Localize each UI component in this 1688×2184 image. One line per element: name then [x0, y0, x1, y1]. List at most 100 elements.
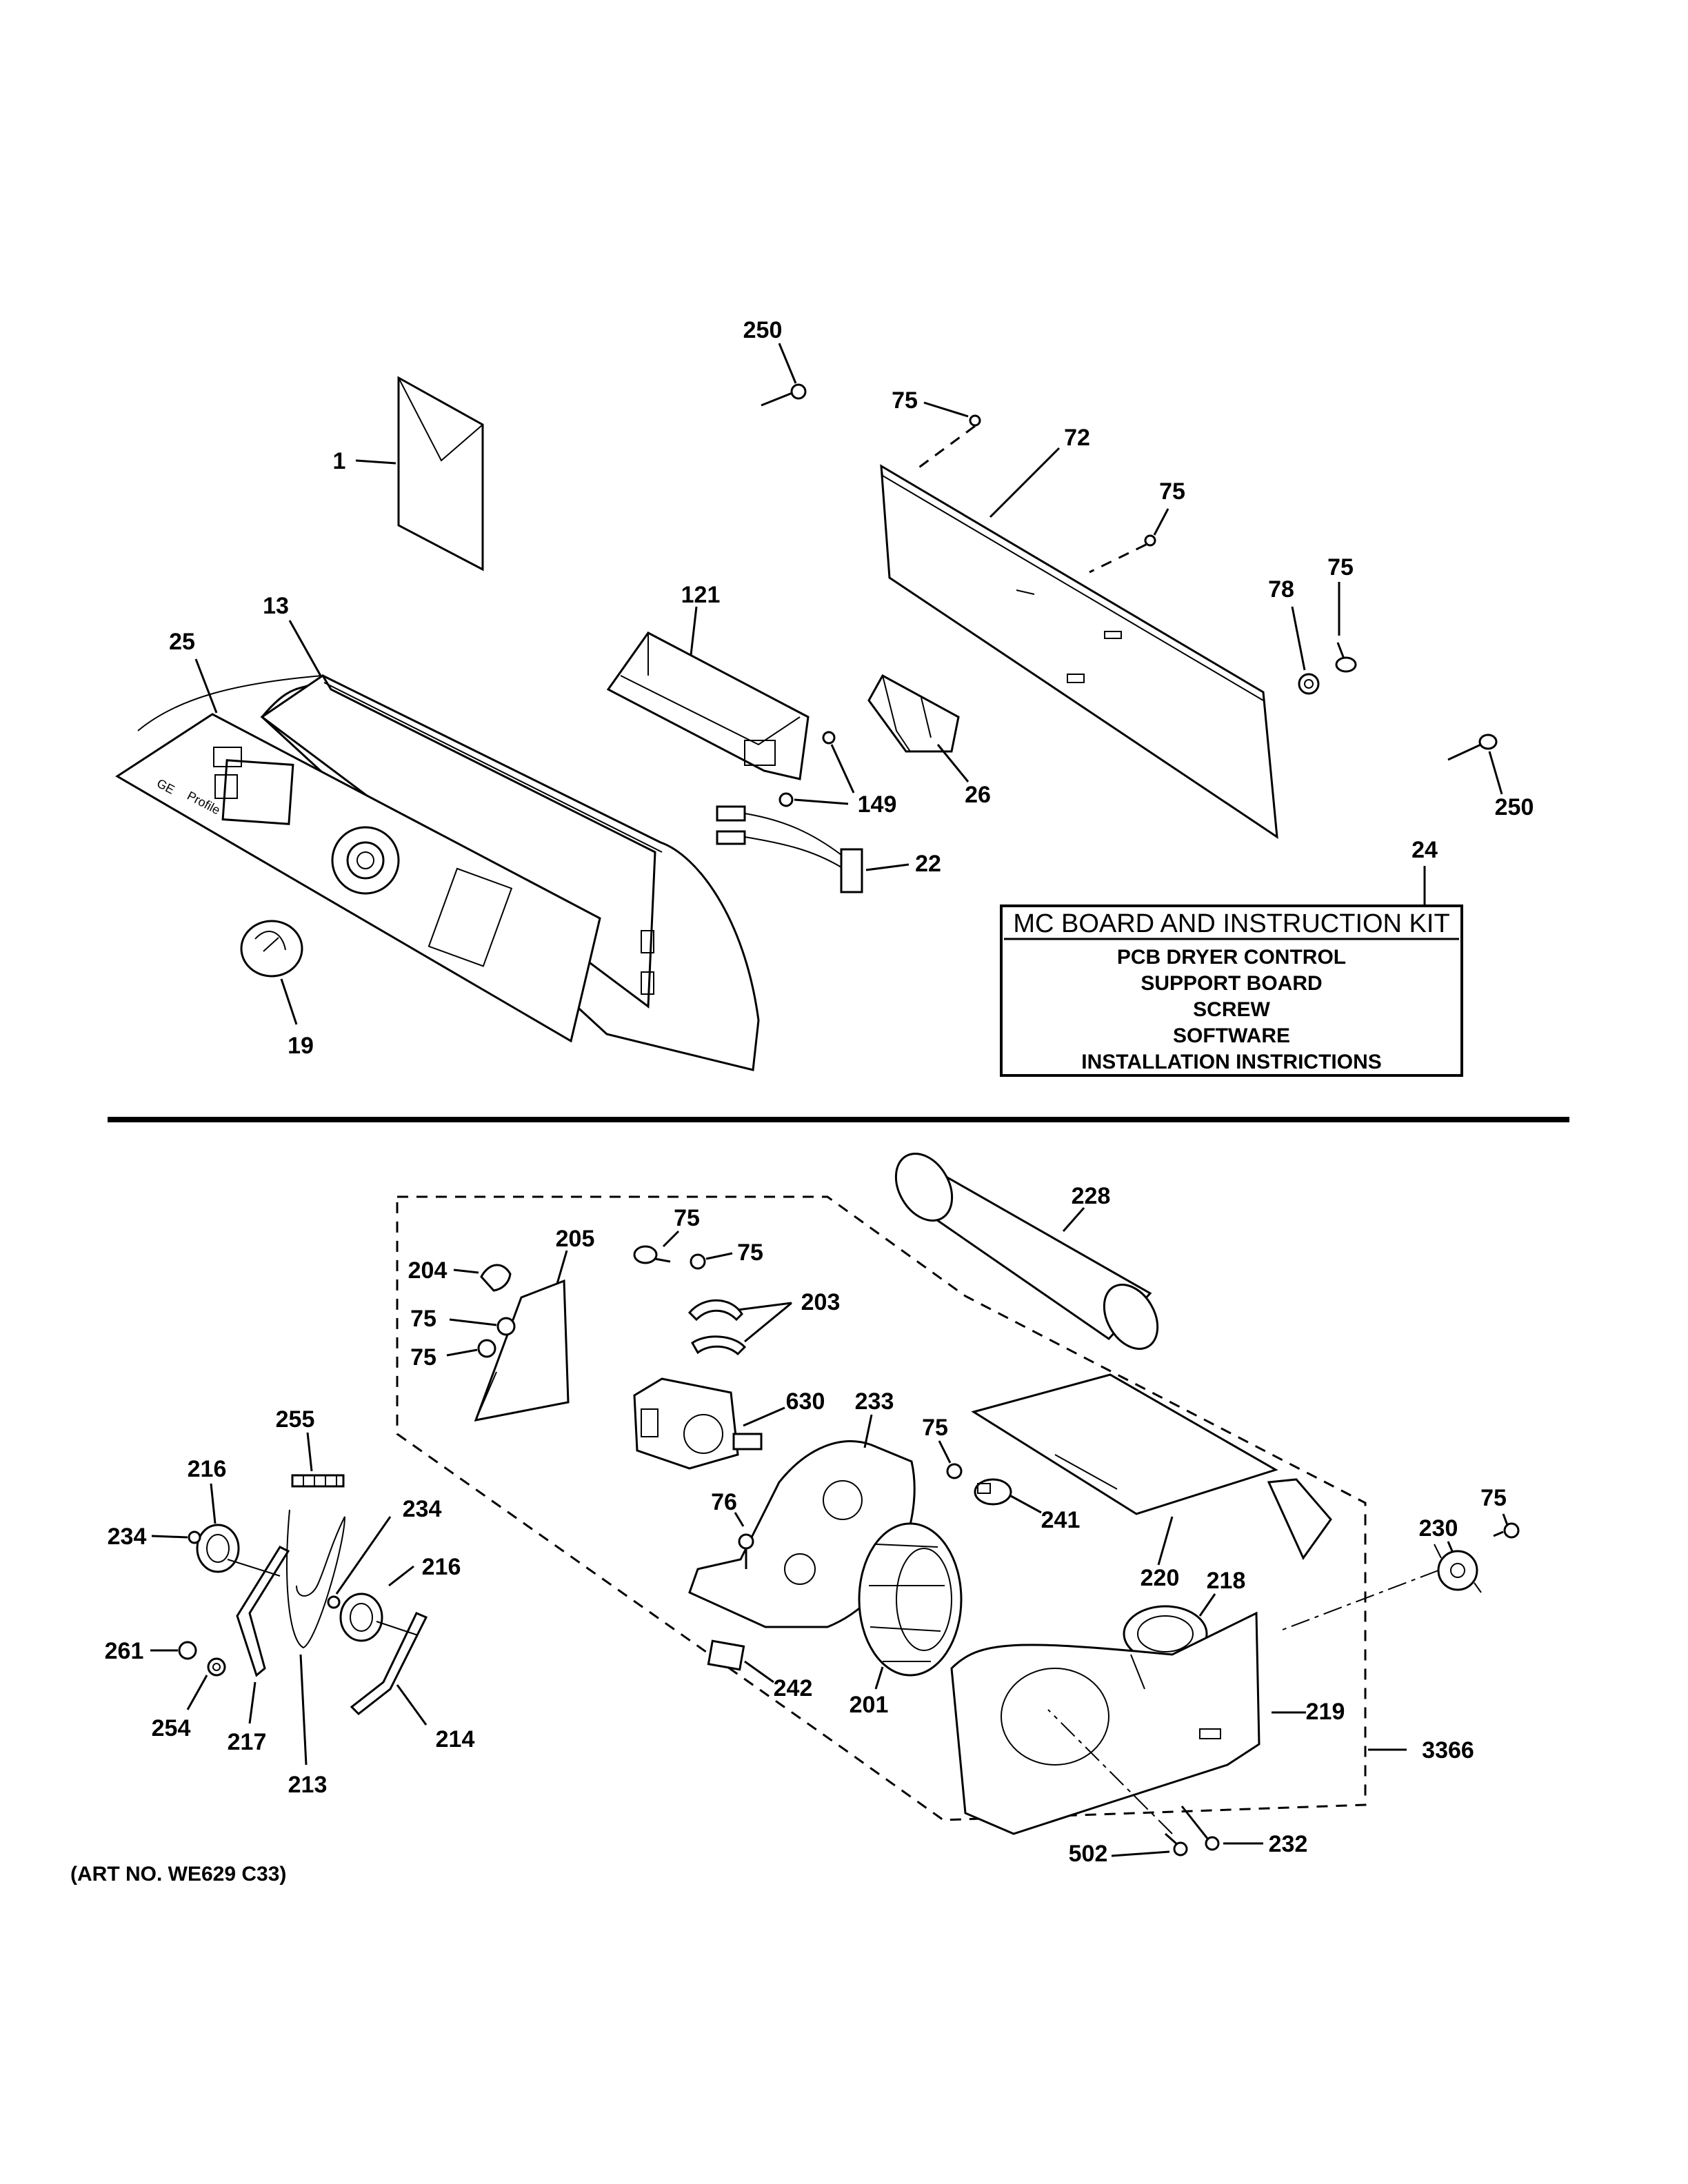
part-25-control-panel: Profile GE	[115, 713, 601, 1043]
part-228-duct	[894, 1153, 1159, 1351]
callout-204: 204	[408, 1257, 448, 1284]
part-261-screw	[178, 1641, 197, 1660]
callout-250-right: 250	[1495, 794, 1534, 820]
callout-78: 78	[1268, 576, 1294, 603]
callout-205: 205	[556, 1226, 595, 1252]
callout-3366: 3366	[1422, 1737, 1474, 1763]
callout-72: 72	[1064, 425, 1090, 451]
callout-75-f: 75	[674, 1205, 700, 1231]
part-241-thermostat	[974, 1478, 1012, 1506]
part-78-washer	[1298, 673, 1320, 695]
part-204-clip	[480, 1264, 512, 1292]
callout-213: 213	[288, 1772, 328, 1798]
callout-75-h: 75	[922, 1415, 948, 1441]
part-75-screw-e	[477, 1339, 496, 1358]
part-213-belt	[286, 1509, 345, 1649]
callout-220: 220	[1141, 1565, 1180, 1591]
kit-item-support-board: SUPPORT BOARD	[1141, 972, 1322, 995]
callout-75-d: 75	[410, 1306, 436, 1332]
part-26-bracket	[867, 674, 960, 753]
part-230-impeller	[1434, 1544, 1482, 1593]
part-214-idler-arm	[350, 1612, 428, 1715]
callout-121: 121	[681, 582, 721, 608]
part-75-screw-h	[946, 1463, 963, 1479]
art-number: (ART NO. WE629 C33)	[70, 1863, 286, 1885]
part-75-screw-i	[1493, 1522, 1520, 1539]
callout-24: 24	[1411, 837, 1438, 863]
part-75-screw-a	[969, 414, 981, 427]
callout-75-a: 75	[892, 387, 918, 414]
part-255-spring	[291, 1474, 345, 1488]
part-75-screw-f	[633, 1245, 671, 1264]
callout-261: 261	[105, 1638, 144, 1664]
callout-26: 26	[965, 782, 991, 808]
part-216-pulley-right	[339, 1593, 383, 1642]
callout-75-b: 75	[1159, 478, 1185, 505]
kit-item-pcb: PCB DRYER CONTROL	[1117, 946, 1346, 969]
part-250-screw-top	[761, 383, 807, 407]
part-216-pulley-left	[196, 1524, 240, 1573]
callout-22: 22	[915, 851, 941, 877]
part-242-switch	[707, 1639, 745, 1671]
callout-75-g: 75	[737, 1240, 763, 1266]
callout-232: 232	[1269, 1831, 1308, 1857]
callout-242: 242	[774, 1675, 813, 1701]
part-75-screw-d	[496, 1317, 516, 1336]
part-76-screw	[738, 1533, 754, 1569]
part-250-screw-right	[1447, 734, 1498, 761]
callout-217: 217	[228, 1729, 267, 1755]
part-149-screws	[778, 731, 836, 807]
callout-214: 214	[436, 1726, 475, 1752]
callout-76: 76	[711, 1489, 737, 1515]
part-502-screw	[1165, 1832, 1188, 1857]
callout-630: 630	[786, 1388, 825, 1415]
part-205-bracket	[474, 1279, 570, 1422]
callout-250-top: 250	[743, 317, 783, 343]
part-19-knob	[240, 920, 303, 978]
part-203-straps	[687, 1299, 747, 1356]
part-72-back-panel	[880, 464, 1278, 840]
callout-75-c: 75	[1327, 554, 1354, 580]
callout-233: 233	[855, 1388, 894, 1415]
part-217-idler-arm	[227, 1546, 290, 1677]
callout-75-e: 75	[410, 1344, 436, 1371]
part-219-housing-front	[950, 1611, 1260, 1835]
callout-502: 502	[1069, 1841, 1108, 1867]
callout-75-i: 75	[1480, 1485, 1507, 1511]
kit-title: MC BOARD AND INSTRUCTION KIT	[1013, 909, 1449, 938]
callout-234-right: 234	[403, 1496, 442, 1522]
part-254-washer	[207, 1657, 226, 1677]
callout-254: 254	[152, 1715, 191, 1741]
part-75-screw-g	[690, 1253, 706, 1270]
kit-item-software: SOFTWARE	[1173, 1024, 1290, 1047]
part-630-motor	[633, 1377, 763, 1470]
callout-241: 241	[1041, 1507, 1081, 1533]
part-22-harness	[716, 805, 863, 893]
callout-201: 201	[850, 1692, 889, 1718]
callout-219: 219	[1306, 1699, 1345, 1725]
callout-1: 1	[333, 448, 346, 474]
part-234-washer-left	[188, 1530, 201, 1544]
callout-230: 230	[1419, 1515, 1458, 1541]
part-75-screw-b	[1144, 534, 1156, 547]
kit-item-screw: SCREW	[1193, 998, 1270, 1021]
part-201-blower-wheel	[858, 1522, 963, 1677]
part-232-screw	[1180, 1806, 1220, 1851]
part-121-board	[606, 631, 810, 780]
callout-203: 203	[801, 1289, 841, 1315]
kit-item-instructions: INSTALLATION INSTRICTIONS	[1081, 1051, 1382, 1073]
kit-box: MC BOARD AND INSTRUCTION KIT PCB DRYER C…	[1000, 904, 1463, 1077]
callout-149: 149	[858, 791, 897, 818]
assembly-outline-3366	[396, 1195, 1367, 1821]
part-233-housing	[688, 1440, 916, 1628]
callout-218: 218	[1207, 1568, 1246, 1594]
callout-216-left: 216	[188, 1456, 227, 1482]
part-1-envelope	[397, 376, 484, 572]
callout-25: 25	[169, 629, 195, 655]
callout-13: 13	[263, 593, 289, 619]
callout-228: 228	[1072, 1183, 1111, 1209]
part-75-screw-c	[1335, 642, 1357, 673]
callout-19: 19	[288, 1033, 314, 1059]
part-234-washer-right	[327, 1595, 341, 1609]
